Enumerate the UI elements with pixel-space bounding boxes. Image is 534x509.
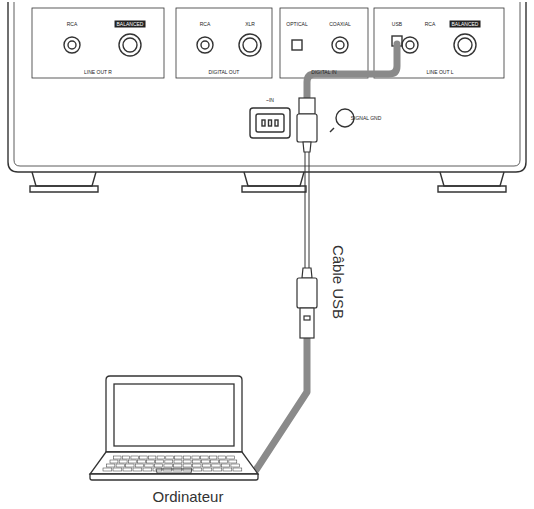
section-label: LINE OUT L	[426, 70, 453, 75]
section-label: DIGITAL OUT	[209, 70, 240, 75]
port-label: OPTICAL	[286, 22, 307, 27]
port-label: USB	[392, 22, 402, 27]
port-label: COAXIAL	[329, 22, 351, 27]
terminal-label: SIGNAL GND	[351, 116, 382, 121]
power-label: ~IN	[266, 98, 274, 103]
port-label: RCA	[67, 22, 78, 27]
port-label: RCA	[425, 22, 436, 27]
port-label: BALANCED	[450, 21, 481, 28]
cable-label: Câble USB	[331, 245, 346, 319]
port-label: BALANCED	[115, 21, 146, 28]
section-label: LINE OUT R	[84, 70, 112, 75]
computer-label: Ordinateur	[153, 489, 224, 504]
section-label: DIGITAL IN	[311, 70, 336, 75]
port-label: RCA	[200, 22, 211, 27]
port-label: XLR	[245, 22, 255, 27]
